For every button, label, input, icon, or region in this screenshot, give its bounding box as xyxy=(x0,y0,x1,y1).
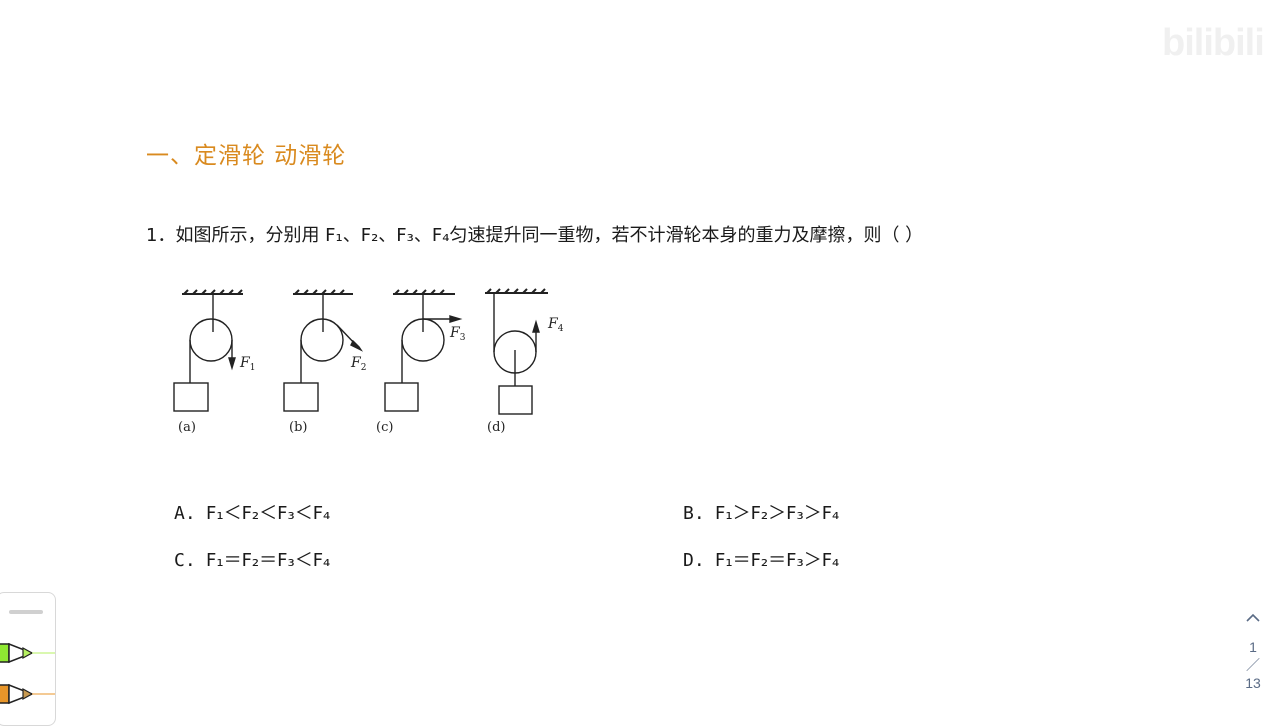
green-highlighter-icon[interactable] xyxy=(0,639,55,667)
current-page: 1 xyxy=(1249,639,1257,655)
pulley-b xyxy=(283,289,364,412)
section-title: 一、定滑轮 动滑轮 xyxy=(146,143,347,169)
pulley-d xyxy=(485,288,548,415)
option-c[interactable]: C. F₁＝F₂＝F₃＜F₄ xyxy=(174,546,330,572)
option-letter: B. xyxy=(683,503,705,524)
label-a: (a) xyxy=(178,420,196,435)
pulley-a xyxy=(173,289,243,412)
page-separator: ／ xyxy=(1246,657,1260,673)
orange-highlighter-icon[interactable] xyxy=(0,680,55,708)
pulley-diagram: F1 F2 F3 F4 (a) (b) (c) (d) xyxy=(173,288,564,435)
option-letter: A. xyxy=(174,503,196,524)
pen-tool-panel xyxy=(0,592,56,726)
svg-text:F4: F4 xyxy=(547,316,564,334)
svg-text:F1: F1 xyxy=(239,355,255,373)
svg-text:F3: F3 xyxy=(449,325,466,343)
label-c: (c) xyxy=(376,420,393,435)
page-up-icon[interactable] xyxy=(1238,610,1268,638)
label-b: (b) xyxy=(289,420,307,435)
total-pages: 13 xyxy=(1245,675,1261,691)
option-letter: C. xyxy=(174,550,196,571)
option-letter: D. xyxy=(683,550,705,571)
pulley-c xyxy=(384,289,463,412)
label-d: (d) xyxy=(487,420,505,435)
option-a[interactable]: A. F₁＜F₂＜F₃＜F₄ xyxy=(174,499,330,525)
option-text: F₁＜F₂＜F₃＜F₄ xyxy=(206,503,331,524)
page-indicator: 1 ／ 13 xyxy=(1238,610,1268,692)
option-d[interactable]: D. F₁＝F₂＝F₃＞F₄ xyxy=(683,546,839,572)
option-text: F₁＝F₂＝F₃＞F₄ xyxy=(715,550,840,571)
svg-text:F2: F2 xyxy=(350,355,366,373)
question-text: 1．如图所示，分别用 F₁、F₂、F₃、F₄匀速提升同一重物，若不计滑轮本身的重… xyxy=(146,225,924,246)
option-text: F₁＞F₂＞F₃＞F₄ xyxy=(715,503,840,524)
bilibili-watermark: bilibili xyxy=(1162,22,1265,64)
option-b[interactable]: B. F₁＞F₂＞F₃＞F₄ xyxy=(683,499,839,525)
panel-drag-handle[interactable] xyxy=(9,610,43,614)
option-text: F₁＝F₂＝F₃＜F₄ xyxy=(206,550,331,571)
